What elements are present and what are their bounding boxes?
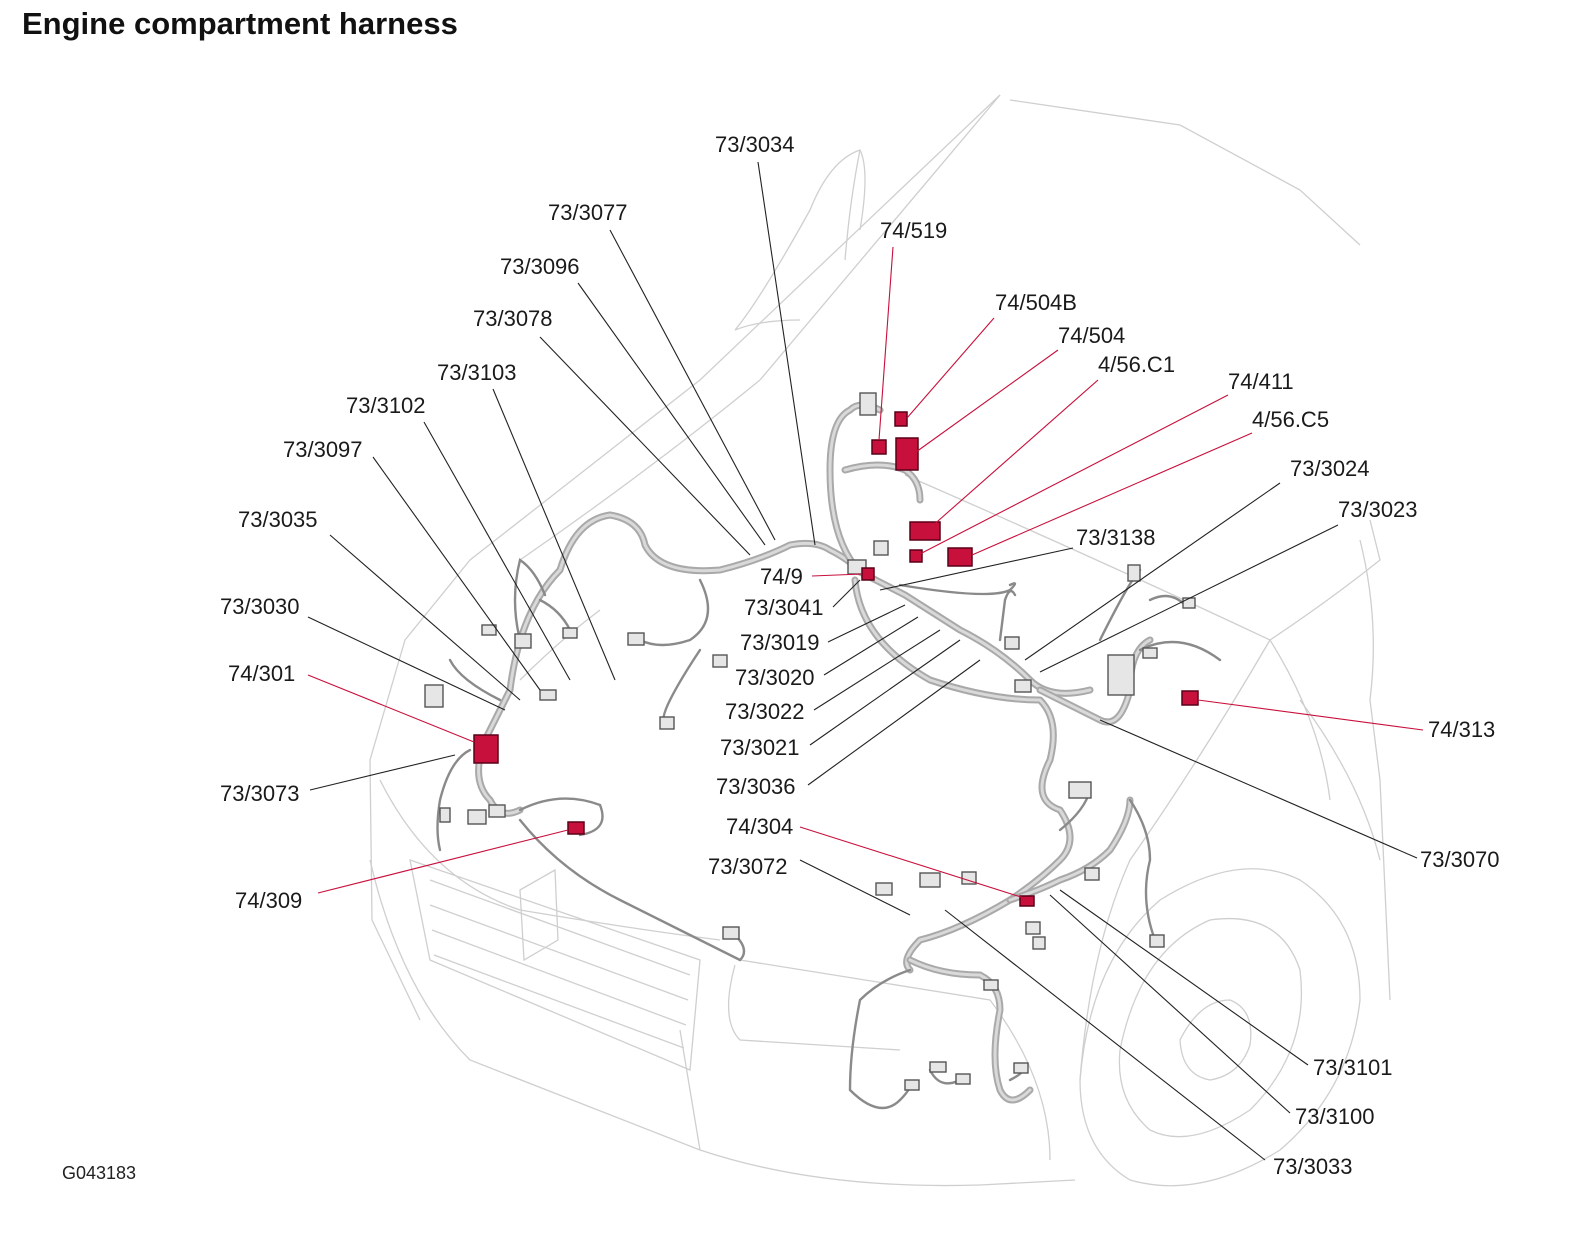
- label-73-3020: 73/3020: [735, 665, 815, 690]
- connector-74-504B: [894, 411, 908, 427]
- label-73-3036: 73/3036: [716, 774, 796, 799]
- connector-74-304: [1019, 895, 1035, 907]
- label-73-3101: 73/3101: [1313, 1055, 1393, 1080]
- label-73-3041: 73/3041: [744, 595, 824, 620]
- diagram-title: Engine compartment harness: [22, 6, 458, 41]
- connector-4-56-c1: [909, 521, 941, 541]
- label-73-3103: 73/3103: [437, 360, 517, 385]
- label-74-304: 74/304: [726, 814, 793, 839]
- label-73-3030: 73/3030: [220, 594, 300, 619]
- label-74-309: 74/309: [235, 888, 302, 913]
- label-73-3072: 73/3072: [708, 854, 788, 879]
- label-73-3034: 73/3034: [715, 132, 795, 157]
- label-73-3073: 73/3073: [220, 781, 300, 806]
- connector-74-519: [871, 439, 887, 455]
- label-74-504: 74/504: [1058, 323, 1125, 348]
- highlighted-connectors: [473, 411, 1199, 907]
- label-73-3019: 73/3019: [740, 630, 820, 655]
- connector-74-504: [895, 437, 919, 471]
- label-73-3021: 73/3021: [720, 735, 800, 760]
- label-73-3100: 73/3100: [1295, 1104, 1375, 1129]
- label-73-3033: 73/3033: [1273, 1154, 1353, 1179]
- label-74-411: 74/411: [1228, 369, 1294, 394]
- wiring-harness: [436, 401, 1222, 1110]
- connector-74-301: [473, 734, 499, 764]
- label-4-56-c5: 4/56.C5: [1252, 407, 1329, 432]
- leader-lines: [307, 161, 1424, 1161]
- grey-connectors: [424, 392, 1196, 1091]
- connector-74-309: [567, 821, 585, 835]
- label-73-3078: 73/3078: [473, 306, 553, 331]
- label-73-3138: 73/3138: [1076, 525, 1156, 550]
- label-4-56-c1: 4/56.C1: [1098, 352, 1175, 377]
- callout-labels: 73/3034 73/3077 73/3096 73/3078 73/3103 …: [220, 132, 1500, 1179]
- label-73-3024: 73/3024: [1290, 456, 1370, 481]
- label-73-3102: 73/3102: [346, 393, 426, 418]
- figure-id: G043183: [62, 1163, 137, 1183]
- label-74-9: 74/9: [760, 564, 803, 589]
- label-74-313: 74/313: [1428, 717, 1495, 742]
- connector-4-56-c5: [947, 547, 973, 567]
- label-74-301: 74/301: [228, 661, 295, 686]
- connector-74-411: [909, 549, 923, 563]
- connector-74-9: [861, 567, 875, 581]
- connector-74-313: [1181, 690, 1199, 706]
- label-74-504B: 74/504B: [995, 290, 1077, 315]
- label-73-3070: 73/3070: [1420, 847, 1500, 872]
- label-73-3077: 73/3077: [548, 200, 628, 225]
- label-74-519: 74/519: [880, 218, 947, 243]
- label-73-3023: 73/3023: [1338, 497, 1418, 522]
- label-73-3022: 73/3022: [725, 699, 805, 724]
- car-body-outline: [369, 94, 1391, 1187]
- label-73-3097: 73/3097: [283, 437, 363, 462]
- label-73-3096: 73/3096: [500, 254, 580, 279]
- label-73-3035: 73/3035: [238, 507, 318, 532]
